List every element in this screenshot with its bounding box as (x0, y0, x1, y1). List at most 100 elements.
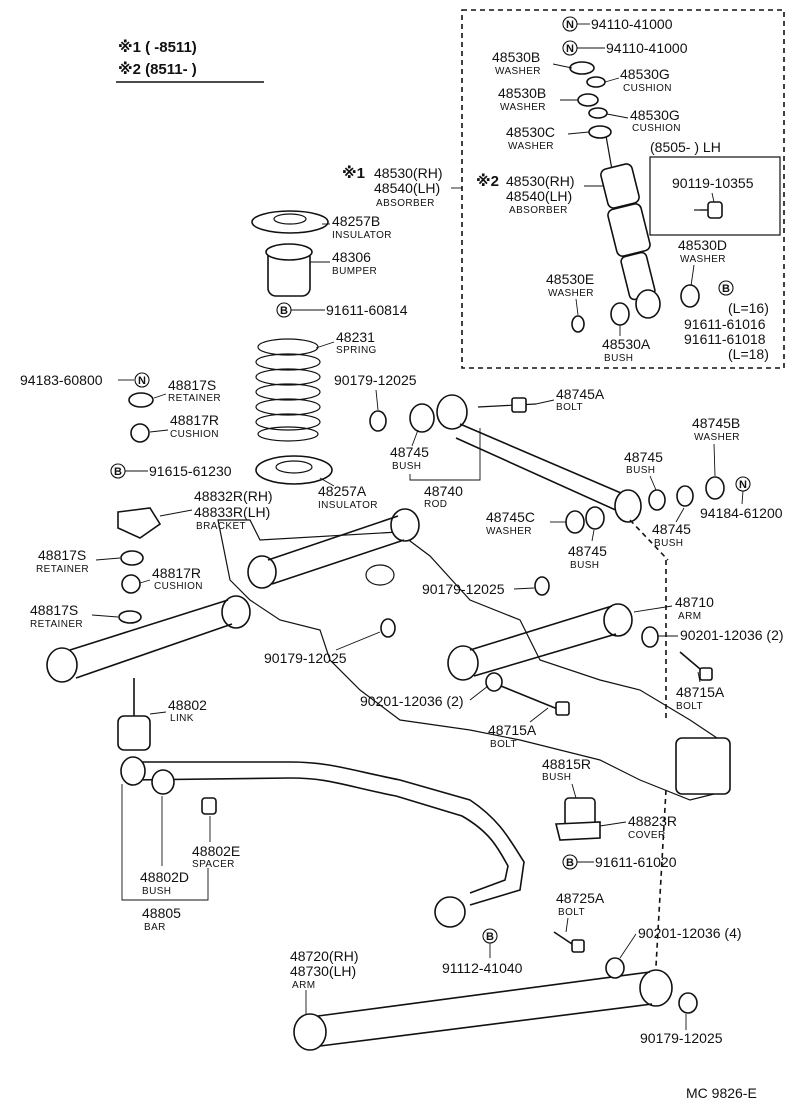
part-number: 48720(RH) (290, 948, 358, 964)
label-48817r-1: 48817R CUSHION (149, 412, 219, 440)
part-number: 91611-60814 (326, 302, 408, 318)
part-number: 48745 (624, 449, 663, 465)
part-number: 90119-10355 (672, 175, 754, 191)
absorber-detail-box (461, 9, 785, 369)
part-number: 48823R (628, 813, 677, 829)
part-number: 48745 (568, 543, 607, 559)
guide-line-1 (629, 519, 669, 561)
lateral-rod (409, 394, 725, 534)
part-number: 48530G (630, 107, 680, 123)
part-number: 48306 (332, 249, 371, 265)
part-number: 91112-41040 (442, 960, 523, 976)
part-name: CUSHION (154, 581, 203, 592)
label-48817s-2: 48817S RETAINER (36, 547, 121, 575)
label-48745-3: 48745 BUSH (568, 529, 607, 571)
stabilizer-bar (117, 678, 601, 928)
part-number: 48725A (556, 890, 605, 906)
part-number: 48530(RH) (374, 165, 442, 181)
absorber-later (569, 61, 723, 333)
part-number-lh: 48833R(LH) (194, 504, 270, 520)
part-number: 91611-61016 (684, 316, 766, 332)
label-91611-61020: B 91611-61020 (562, 854, 677, 870)
b-symbol: B (280, 305, 288, 317)
label-48815r: 48815R BUSH (542, 756, 591, 799)
marker: ※2 (476, 172, 499, 190)
label-94184: N 94184-61200 (700, 476, 783, 521)
part-name: WASHER (680, 254, 726, 265)
part-number: 94184-61200 (700, 505, 783, 521)
part-number: 48817R (152, 565, 201, 581)
label-48745-2: 48745 BUSH (624, 449, 663, 491)
label-48745-1: 48745 BUSH (390, 429, 429, 472)
part-name: BUSH (392, 461, 421, 472)
part-number-lh: 48540(LH) (506, 188, 572, 204)
part-name: BOLT (556, 402, 583, 413)
part-number: 48745A (556, 386, 605, 402)
diagram-code: MC 9826-E (686, 1085, 757, 1101)
label-range-lh: (8505- ) LH (650, 139, 721, 155)
label-90201-c: 90201-12036 (4) (619, 925, 742, 959)
label-48802d: 48802D BUSH (140, 796, 189, 897)
label-48710: 48710 ARM (633, 594, 714, 622)
part-name: INSULATOR (332, 230, 392, 241)
lh-detail-box (649, 156, 781, 236)
part-name: BOLT (490, 739, 517, 750)
part-number-lh: 48540(LH) (374, 180, 440, 196)
label-91611-61016: B (L=16) 91611-61016 (684, 280, 769, 332)
lower-link-arm-left (46, 595, 396, 683)
part-number: 94183-60800 (20, 372, 103, 388)
label-48802e: 48802E SPACER (192, 816, 240, 870)
part-number: 90201-12036 (2) (360, 693, 464, 709)
part-name: LINK (170, 713, 194, 724)
label-91615: B 91615-61230 (110, 463, 232, 479)
part-name: BUSH (142, 886, 171, 897)
part-number: 48257B (332, 213, 380, 229)
b-symbol: B (486, 931, 494, 943)
axle-housing (217, 519, 731, 801)
part-number: 90179-12025 (334, 372, 417, 388)
label-absorber-2: ※2 48530(RH) 48540(LH) ABSORBER (476, 172, 604, 216)
part-number: 48231 (336, 329, 375, 345)
label-94110-a: N 94110-41000 (562, 16, 673, 32)
label-94110-b: N 94110-41000 (562, 40, 688, 56)
label-48530e: 48530E WASHER (546, 271, 594, 316)
part-name: ABSORBER (376, 198, 435, 209)
label-48817s-3: 48817S RETAINER (30, 602, 119, 630)
label-48530c: 48530C WASHER (506, 124, 590, 152)
part-name: BAR (144, 922, 166, 933)
lower-control-arm-right (447, 603, 713, 716)
part-number: 48802D (140, 869, 189, 885)
part-number-lh: 48730(LH) (290, 963, 356, 979)
label-48530g-1: 48530G CUSHION (604, 66, 672, 94)
absorber-early (117, 392, 387, 624)
part-name: BUSH (654, 538, 683, 549)
label-48745b: 48745B WASHER (692, 415, 740, 477)
label-48817s-1: 48817S RETAINER (153, 377, 221, 404)
part-name: WASHER (548, 288, 594, 299)
part-number: 48745 (652, 521, 691, 537)
part-number: 48530B (492, 49, 540, 65)
part-name: WASHER (500, 102, 546, 113)
label-90201-a: 90201-12036 (2) (658, 627, 784, 643)
label-90201-b: 90201-12036 (2) (360, 685, 489, 709)
part-number: 94110-41000 (591, 16, 673, 32)
label-48802: 48802 LINK (149, 697, 207, 724)
label-absorber-1: ※1 48530(RH) 48540(LH) ABSORBER (342, 164, 462, 209)
part-number: 91611-61020 (595, 854, 677, 870)
label-48745c: 48745C WASHER (486, 509, 566, 537)
part-name: BOLT (558, 907, 585, 918)
label-91611-60814: B 91611-60814 (276, 302, 408, 318)
label-90179-2: 90179-12025 (422, 581, 535, 597)
part-name: BOLT (676, 701, 703, 712)
label-48745a: 48745A BOLT (535, 386, 605, 413)
label-48832r: 48832R(RH) 48833R(LH) BRACKET (159, 488, 273, 532)
label-94183: 94183-60800 N (20, 372, 150, 388)
part-number: 48817S (168, 377, 216, 393)
label-48720: 48720(RH) 48730(LH) ARM (290, 948, 358, 1014)
part-number: 48710 (675, 594, 714, 610)
part-number: 48817S (38, 547, 86, 563)
lower-trailing-arm (293, 931, 698, 1051)
part-name: BUSH (604, 353, 633, 364)
part-number: 48740 (424, 483, 463, 499)
